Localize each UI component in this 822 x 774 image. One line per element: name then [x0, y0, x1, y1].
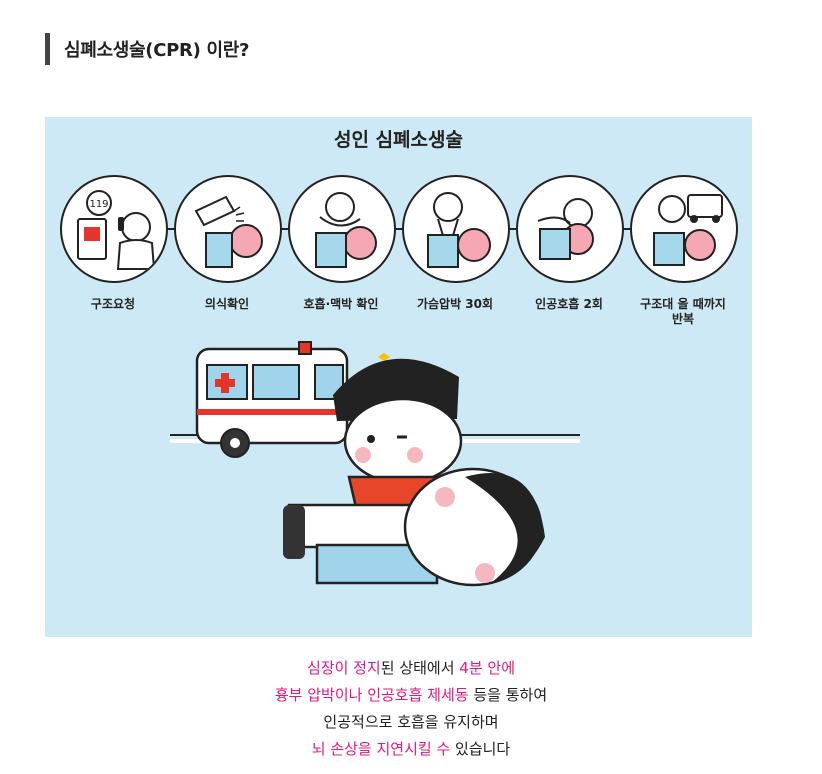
- caption-line: 심장이 정지된 상태에서 4분 안에: [0, 655, 822, 682]
- step-label: 의식확인: [204, 297, 250, 311]
- phone-number-label: 119: [89, 199, 108, 210]
- step-label: 구조요청: [90, 297, 136, 311]
- rescue-scene-illustration: [170, 341, 580, 587]
- caption-text: 된 상태에서: [380, 659, 460, 677]
- step-rescue-breaths: 인공호흡 2회: [516, 175, 624, 312]
- step-label: 인공호흡 2회: [535, 297, 603, 311]
- heading-bar: [45, 33, 50, 65]
- step-label: 가슴압박 30회: [416, 297, 494, 311]
- caption-line: 뇌 손상을 지연시킬 수 있습니다: [0, 736, 822, 763]
- step-compression-icon: [402, 175, 510, 283]
- page-title: 심폐소생술(CPR) 이란?: [64, 40, 250, 61]
- step-label: 구조대 올 때까지 반복: [630, 297, 736, 327]
- cpr-illustration: 성인 심폐소생술 119 구조요청 의식확인: [45, 117, 752, 637]
- cpr-description: 심장이 정지된 상태에서 4분 안에 흉부 압박이나 인공호흡 제세동 등을 통…: [0, 655, 822, 763]
- step-rescue-breath-icon: [516, 175, 624, 283]
- caption-text: 인공적으로 호흡을 유지하며: [323, 713, 499, 731]
- step-breathing-icon: [288, 175, 396, 283]
- step-chest-compressions: 가슴압박 30회: [402, 175, 510, 312]
- section-heading: 심폐소생술(CPR) 이란?: [45, 33, 249, 65]
- step-call-for-help: 119 구조요청: [60, 175, 168, 312]
- step-label: 호흡·맥박 확인: [303, 297, 379, 311]
- caption-line: 흉부 압박이나 인공호흡 제세동 등을 통하여: [0, 682, 822, 709]
- step-label-line: 구조대 올 때까지: [640, 297, 726, 311]
- ambulance-icon: [195, 341, 349, 458]
- caption-highlight: 뇌 손상을 지연시킬 수: [311, 740, 451, 758]
- step-label-line: 반복: [671, 312, 695, 326]
- caption-highlight: 흉부 압박이나 인공호흡 제세동: [274, 686, 469, 704]
- step-check-breathing-pulse: 호흡·맥박 확인: [288, 175, 396, 312]
- caption-highlight: 4분 안에: [459, 659, 516, 677]
- caption-highlight: 심장이 정지: [306, 659, 381, 677]
- patient-figure: [283, 467, 545, 587]
- caption-line: 인공적으로 호흡을 유지하며: [0, 709, 822, 736]
- caption-text: 등을 통하여: [468, 686, 548, 704]
- step-consciousness-icon: [174, 175, 282, 283]
- figure-title: 성인 심폐소생술: [334, 129, 463, 151]
- step-repeat-icon: [630, 175, 738, 283]
- step-call-icon: 119: [60, 175, 168, 283]
- caption-text: 있습니다: [450, 740, 511, 758]
- step-check-consciousness: 의식확인: [174, 175, 282, 312]
- step-repeat-until-rescue: 구조대 올 때까지 반복: [630, 175, 738, 327]
